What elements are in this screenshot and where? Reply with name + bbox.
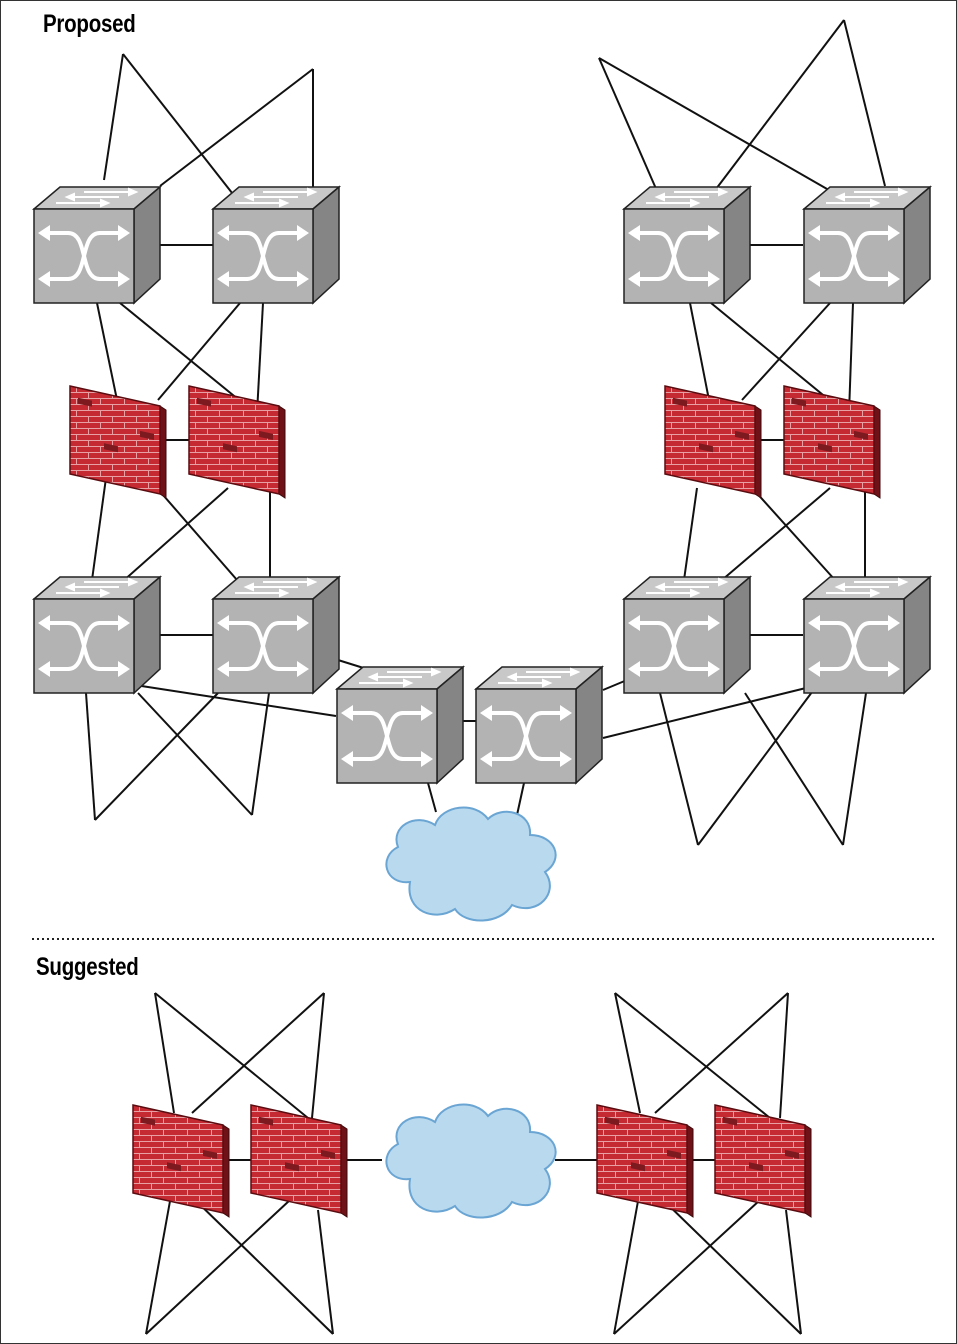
suggested-links: [145, 992, 802, 1335]
proposed-links: [85, 19, 886, 846]
firewall-icon: [783, 385, 881, 499]
switch-icon: [335, 665, 465, 785]
switch-icon: [622, 575, 752, 695]
firewall-icon: [596, 1104, 694, 1218]
suggested-devices: [132, 1103, 812, 1219]
section-title-suggested: Suggested: [36, 953, 139, 981]
switch-icon: [474, 665, 604, 785]
section-title-proposed: Proposed: [43, 10, 136, 38]
firewall-icon: [664, 385, 762, 499]
firewall-icon: [714, 1104, 812, 1218]
firewall-icon: [69, 385, 167, 499]
firewall-icon: [132, 1104, 230, 1218]
switch-icon: [802, 185, 932, 305]
switch-icon: [211, 185, 341, 305]
switch-icon: [32, 185, 162, 305]
switch-icon: [32, 575, 162, 695]
firewall-icon: [188, 385, 286, 499]
firewall-icon: [250, 1104, 348, 1218]
proposed-devices: [32, 185, 932, 922]
switch-icon: [622, 185, 752, 305]
switch-icon: [211, 575, 341, 695]
cloud-icon: [385, 806, 557, 922]
switch-icon: [802, 575, 932, 695]
cloud-icon: [385, 1103, 557, 1219]
